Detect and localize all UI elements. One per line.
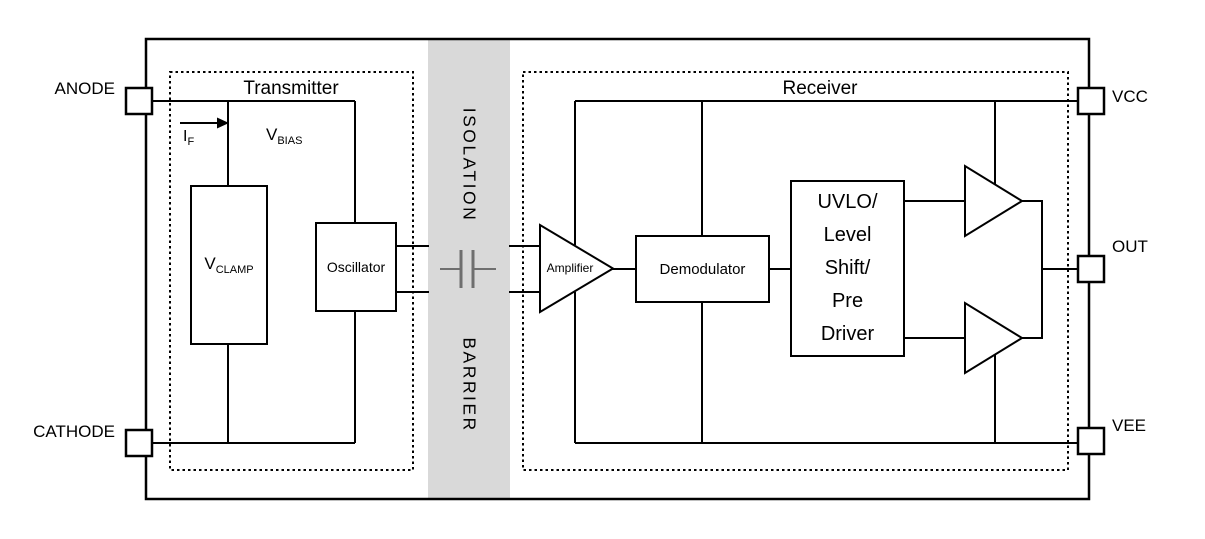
vclamp-symbol: V [204,254,216,273]
uvlo-line-2: Level [823,224,872,246]
isolation-word: ISOLATION [459,107,480,223]
output-driver-top-triangle [964,164,1024,238]
cathode-pin [124,428,154,458]
forward-current-symbol: I [183,128,188,145]
isolation-capacitor-icon [440,250,496,288]
power-rail-wires [574,100,1078,444]
uvlo-line-1: UVLO/ [817,191,878,213]
out-pin [1076,254,1106,284]
amplifier-triangle [539,223,615,314]
transmitter-boundary [169,71,414,471]
oscillator-block: Oscillator [315,222,397,312]
vclamp-block: VCLAMP [190,185,268,345]
receiver-title: Receiver [782,78,858,99]
vee-pin [1076,426,1106,456]
uvlo-line-3: Shift/ [824,257,871,279]
cathode-pin-label: CATHODE [33,422,115,441]
out-pin-label: OUT [1112,237,1148,256]
uvlo-line-5: Driver [820,323,875,345]
barrier-word: BARRIER [459,337,480,433]
demodulator-block: Demodulator [635,235,770,303]
anode-pin [124,86,154,116]
demodulator-label: Demodulator [659,260,746,278]
output-driver-bottom-triangle [964,301,1024,375]
vbias-label: VBIAS [266,125,302,147]
forward-current-label: IF [183,128,194,148]
vcc-pin [1076,86,1106,116]
vbias-symbol: V [266,125,278,144]
forward-current-arrow-icon [180,117,229,129]
receiver-signal-wires [509,200,1078,339]
uvlo-line-4: Pre [831,290,864,312]
vclamp-subscript: CLAMP [215,264,254,276]
transmitter-wires [152,100,429,444]
uvlo-block: UVLO/ Level Shift/ Pre Driver [790,180,905,357]
amplifier-label: Amplifier [546,261,594,275]
vclamp-label: VCLAMP [204,254,253,276]
receiver-boundary [522,71,1069,471]
forward-current-subscript: F [187,136,195,148]
vbias-subscript: BIAS [277,135,303,147]
package-pins [124,86,1106,458]
vee-pin-label: VEE [1112,416,1147,435]
transmitter-title: Transmitter [243,78,339,99]
vcc-pin-label: VCC [1112,87,1148,106]
oscillator-label: Oscillator [326,259,386,275]
anode-pin-label: ANODE [54,79,115,98]
